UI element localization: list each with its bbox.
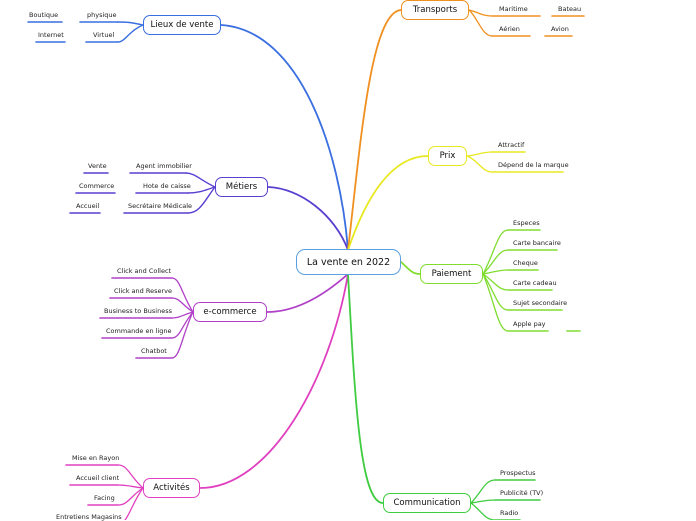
leaf-accueil-client[interactable]: Accueil client xyxy=(76,474,120,482)
leaf-facing[interactable]: Facing xyxy=(94,494,115,502)
leaf-commerce[interactable]: Commerce xyxy=(79,182,115,190)
connector-communication-2 xyxy=(470,502,496,520)
connector-communication-1 xyxy=(470,499,496,504)
connector-paiement-5 xyxy=(482,273,509,332)
connector-paiement-0 xyxy=(482,229,509,275)
connector-ecom-2 xyxy=(171,311,194,319)
central-topic[interactable]: La vente en 2022 xyxy=(296,249,401,275)
connector-virtuel xyxy=(117,24,144,43)
leaf-mise-en-rayon[interactable]: Mise en Rayon xyxy=(72,454,120,462)
connector-attractif xyxy=(466,151,493,157)
connector-hote xyxy=(187,186,216,194)
connector-lines xyxy=(27,9,585,520)
leaf-commande-en-ligne[interactable]: Commande en ligne xyxy=(106,327,172,335)
leaf-bateau[interactable]: Bateau xyxy=(558,5,582,13)
connector-depend xyxy=(466,155,493,173)
connector-metiers xyxy=(267,186,349,251)
connector-prix xyxy=(347,155,429,251)
branch-communication[interactable]: Communication xyxy=(383,493,471,513)
branch-paiement[interactable]: Paiement xyxy=(420,264,483,284)
connector-activites xyxy=(199,273,349,489)
leaf-attractif[interactable]: Attractif xyxy=(498,141,525,149)
branch-transports[interactable]: Transports xyxy=(401,0,469,20)
connector-aerien xyxy=(468,9,493,37)
leaf-carte-cadeau[interactable]: Carte cadeau xyxy=(513,279,557,287)
branch-e-commerce[interactable]: e-commerce xyxy=(193,302,267,322)
connector-activite-2 xyxy=(117,487,144,506)
connector-maritime xyxy=(468,9,493,17)
leaf-depend-de-la-marque[interactable]: Dépend de la marque xyxy=(498,161,569,169)
leaf-physique[interactable]: physique xyxy=(87,11,117,19)
connector-communication xyxy=(347,273,384,504)
connector-activite-1 xyxy=(117,484,144,489)
connector-physique xyxy=(117,21,144,26)
connector-activite-0 xyxy=(117,464,144,489)
leaf-cheque[interactable]: Cheque xyxy=(513,259,538,267)
leaf-click-and-reserve[interactable]: Click and Reserve xyxy=(114,287,172,295)
leaf-accueil[interactable]: Accueil xyxy=(76,202,100,210)
connector-ecom-1 xyxy=(171,297,194,313)
leaf-click-and-collect[interactable]: Click and Collect xyxy=(117,267,172,275)
leaf-publicite-tv[interactable]: Publicité (TV) xyxy=(500,489,544,497)
branch-activites[interactable]: Activités xyxy=(143,478,200,498)
leaf-chatbot[interactable]: Chatbot xyxy=(141,347,167,355)
connector-ecom-3 xyxy=(171,311,194,339)
connector-paiement-4 xyxy=(482,273,509,311)
leaf-apple-pay[interactable]: Apple pay xyxy=(513,320,546,328)
branch-prix[interactable]: Prix xyxy=(428,146,467,166)
leaf-entretiens-magasins[interactable]: Entretiens Magasins xyxy=(56,513,122,521)
connector-agent xyxy=(185,172,216,188)
connector-paiement-3 xyxy=(482,273,509,291)
leaf-maritime[interactable]: Maritime xyxy=(499,5,528,13)
connector-ecom-4 xyxy=(171,311,194,359)
connector-lieux xyxy=(220,24,349,251)
connector-ecom-0 xyxy=(171,277,194,313)
connector-secretaire xyxy=(187,186,216,214)
leaf-agent-immobilier[interactable]: Agent immobilier xyxy=(136,162,192,170)
leaf-prospectus[interactable]: Prospectus xyxy=(500,469,536,477)
branch-metiers[interactable]: Métiers xyxy=(215,177,268,197)
leaf-vente[interactable]: Vente xyxy=(88,162,107,170)
leaf-secretaire-medicale[interactable]: Secrétaire Médicale xyxy=(128,202,193,210)
leaf-radio[interactable]: Radio xyxy=(500,509,519,517)
leaf-avion[interactable]: Avion xyxy=(551,25,569,33)
leaf-virtuel[interactable]: Virtuel xyxy=(93,31,115,39)
leaf-internet[interactable]: Internet xyxy=(38,31,64,39)
leaf-sujet-secondaire[interactable]: Sujet secondaire xyxy=(513,299,568,307)
leaf-especes[interactable]: Especes xyxy=(513,219,540,227)
connector-ecom xyxy=(266,273,349,313)
connector-communication-0 xyxy=(470,479,496,504)
branch-lieux-de-vente[interactable]: Lieux de vente xyxy=(143,15,221,35)
leaf-carte-bancaire[interactable]: Carte bancaire xyxy=(513,239,561,247)
connector-transports xyxy=(347,9,402,251)
connector-paiement-1 xyxy=(482,249,509,275)
connector-paiement xyxy=(400,261,421,275)
leaf-boutique[interactable]: Boutique xyxy=(29,11,59,19)
connector-activite-3 xyxy=(124,487,144,520)
leaf-business-to-business[interactable]: Business to Business xyxy=(104,307,172,315)
leaf-hote-de-caisse[interactable]: Hote de caisse xyxy=(143,182,191,190)
leaf-aerien[interactable]: Aérien xyxy=(499,25,520,33)
connector-paiement-2 xyxy=(482,269,509,275)
